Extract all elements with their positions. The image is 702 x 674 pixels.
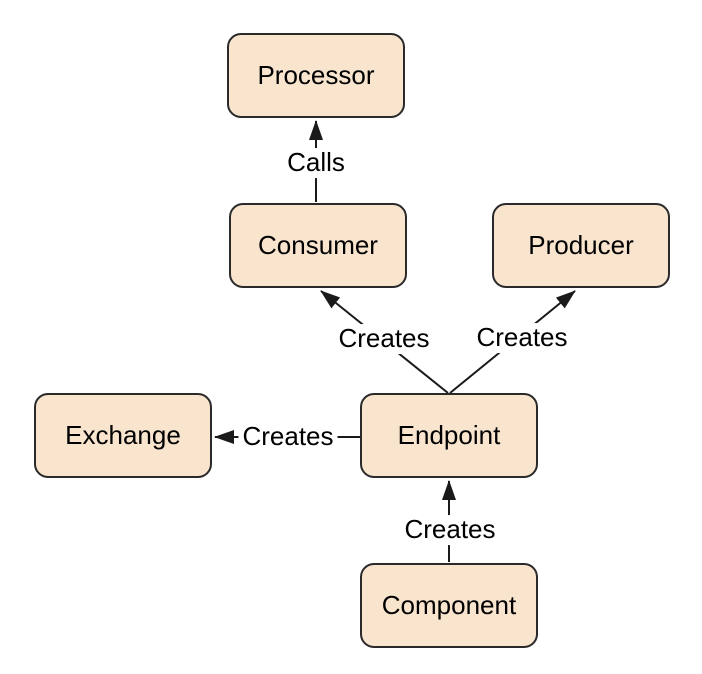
edge-label-creates-component: Creates	[400, 514, 500, 545]
node-exchange-label: Exchange	[65, 420, 181, 450]
node-component: Component	[360, 563, 538, 648]
edge-label-creates-producer: Creates	[472, 322, 572, 353]
node-producer: Producer	[492, 203, 670, 288]
node-component-label: Component	[381, 590, 517, 620]
edge-label-calls: Calls	[283, 147, 349, 178]
node-consumer: Consumer	[229, 203, 407, 288]
node-exchange: Exchange	[34, 393, 212, 478]
node-processor: Processor	[227, 33, 405, 118]
node-endpoint: Endpoint	[360, 393, 538, 478]
node-consumer-label: Consumer	[258, 230, 378, 260]
edge-label-creates-exchange: Creates	[238, 421, 338, 452]
node-endpoint-label: Endpoint	[397, 420, 501, 450]
edge-label-creates-consumer: Creates	[334, 323, 434, 354]
node-producer-label: Producer	[528, 230, 634, 260]
node-processor-label: Processor	[257, 60, 375, 90]
